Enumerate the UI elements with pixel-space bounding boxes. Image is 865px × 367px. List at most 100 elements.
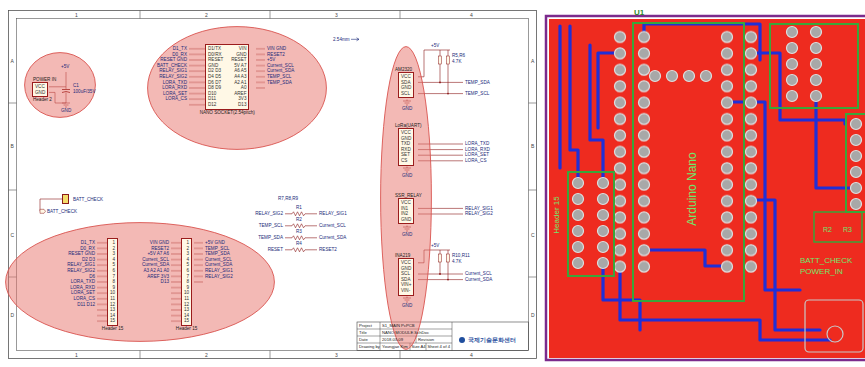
part-type: Header 2 xyxy=(33,97,52,103)
title-cell: 2018.03.09 xyxy=(382,337,403,342)
pin-names: VCC IN1 IN2 GND xyxy=(401,200,411,222)
net-label: LORA_RXD xyxy=(465,147,490,153)
part-name: POWER IN xyxy=(33,77,56,83)
net-label: TEMP_SCL xyxy=(465,91,489,97)
grid-index: 2 xyxy=(205,12,208,18)
silkscreen-text: R2 xyxy=(823,226,832,234)
sensor-symbol: AM2320VCC SDA GND SCL xyxy=(398,72,414,98)
grid-index: A xyxy=(11,58,14,64)
net-labels: VIN GND RESET2 +5V A7 A6 Current_SCL Cur… xyxy=(142,240,169,285)
net-label: RELAY_SIG1 xyxy=(465,206,493,212)
resistor-symbol xyxy=(447,56,450,64)
grid-index: A xyxy=(531,58,534,64)
net-label: TEMP_SDA xyxy=(258,235,283,241)
pin-numbers: 1 2 3 4 5 6 7 8 9 10 11 12 13 14 15 xyxy=(110,240,115,324)
title-cell: Revision xyxy=(418,337,434,342)
grid-index: 1 xyxy=(75,12,78,18)
net-label: Current_SCL xyxy=(319,223,346,229)
pin-names: VCC SDA GND SCL xyxy=(401,74,411,96)
sheet-frame xyxy=(9,11,537,359)
part-name: INA219 xyxy=(395,253,410,259)
ground-port: GND xyxy=(402,303,412,309)
net-labels: +5V GND TEMP_SCL TEMP_SDA Current_SCL Cu… xyxy=(205,240,233,279)
net-label: RELAY_SIG2 xyxy=(465,211,493,217)
highlight-ellipse: D1_TX D0_RX RESET GND BATT_CHECK RELAY_S… xyxy=(147,26,327,150)
grid-index: 2 xyxy=(205,352,208,358)
connector-outline xyxy=(827,326,843,342)
silkscreen-outline xyxy=(770,24,858,108)
junction-dot xyxy=(447,279,449,281)
footprint-outline: U1Arduino Nano xyxy=(632,22,745,302)
part-name: SSR_RELAY xyxy=(395,193,422,199)
title-cell: Title xyxy=(359,330,367,335)
part-designator: C1 xyxy=(73,83,79,89)
pad-row xyxy=(570,175,610,271)
grid-index: 1 xyxy=(75,352,78,358)
grid-index: 3 xyxy=(335,352,338,358)
part-designator: R3 xyxy=(296,229,302,235)
net-label: RESET2 xyxy=(319,247,337,253)
title-cell: Youngjae Kim xyxy=(382,344,408,349)
pin-names: D1/TX D0/RX RESET GND D2 D3 D4 D5 D6 D7 … xyxy=(208,46,223,108)
dimension: 2.54mm xyxy=(333,37,350,43)
ellipse-outline xyxy=(5,222,275,342)
net-label: Current_SCL xyxy=(465,271,492,277)
part-name: Header 15 xyxy=(102,326,123,332)
junction-dot xyxy=(439,273,441,275)
socket-symbol: NANO SOCKET(2.54pitch)D1/TX D0/RX RESET … xyxy=(205,44,249,110)
resistor-symbol xyxy=(285,212,317,252)
title-cell: Size A4 xyxy=(412,344,426,349)
grid-tick xyxy=(9,11,537,359)
pad-row xyxy=(848,116,865,212)
power-port: +5V xyxy=(61,64,69,70)
net-label: RESET xyxy=(268,247,283,253)
title-cell: Date xyxy=(359,337,368,342)
net-label: LORA_SET xyxy=(465,152,489,158)
sensor-symbol: INA219VCC GND SCL SDA VIN+ VIN- xyxy=(398,258,414,296)
title-cell: NANO MODULE.SchDoc xyxy=(382,330,429,335)
part-designator: R7,R8,R9 xyxy=(278,196,298,202)
resistor-symbol xyxy=(439,254,442,262)
part-designator: R5,R6 xyxy=(452,53,465,59)
highlight-ellipse: D1_TX D0_RX RESET GND D2 D3 RELAY_SIG1 R… xyxy=(5,222,275,342)
ground-port: GND xyxy=(402,232,412,238)
silkscreen-outline xyxy=(814,212,862,242)
company-logo xyxy=(459,337,465,343)
ellipse-outline xyxy=(148,27,327,150)
pad-row xyxy=(784,24,824,104)
header-symbol: Header 151 2 3 4 5 6 7 8 9 10 11 12 13 1… xyxy=(181,238,192,326)
net-label: TEMP_SCL xyxy=(259,223,283,229)
connector-symbol: POWER INVCC GNDHeader 2 xyxy=(32,82,48,97)
part-name: LoRa(UART) xyxy=(395,123,421,129)
junction-dot xyxy=(439,82,441,84)
net-label: LORA_TXD xyxy=(465,141,489,147)
net-label: Current_SDA xyxy=(465,277,492,283)
title-cell: Drawing by xyxy=(359,344,380,349)
net-labels: D1_TX D0_RX RESET GND D2 D3 RELAY_SIG1 R… xyxy=(67,240,95,307)
net-label: BATT_CHECK xyxy=(47,209,77,215)
silkscreen-text: BATT_CHECK xyxy=(800,256,852,266)
part-name: BATT_CHECK xyxy=(73,197,103,203)
part-designator: R10,R11 xyxy=(452,253,470,259)
sheet-frame xyxy=(17,19,529,351)
pad xyxy=(650,71,661,82)
company-name: 국제기술문화센터 xyxy=(468,337,516,344)
part-designator: R2 xyxy=(296,217,302,223)
grid-index: C xyxy=(11,232,15,238)
grid-index: D xyxy=(11,312,15,318)
part-designator: R1 xyxy=(296,205,302,211)
part-value: 4.7K xyxy=(452,259,461,265)
pad xyxy=(667,71,678,82)
grid-index: C xyxy=(531,232,535,238)
title-cell: Project xyxy=(359,323,372,328)
net-port xyxy=(40,209,46,213)
copper-pour xyxy=(549,19,865,358)
title-cell: Sheet 4 of 4 xyxy=(428,344,451,349)
silkscreen-outline xyxy=(568,172,614,276)
grid-index: B xyxy=(531,143,534,149)
pad xyxy=(701,71,712,82)
part-value: 4.7K xyxy=(452,59,461,65)
board-outline xyxy=(546,16,865,360)
net-label: LORA_CS xyxy=(465,158,486,164)
power-port: +5V xyxy=(431,243,439,249)
